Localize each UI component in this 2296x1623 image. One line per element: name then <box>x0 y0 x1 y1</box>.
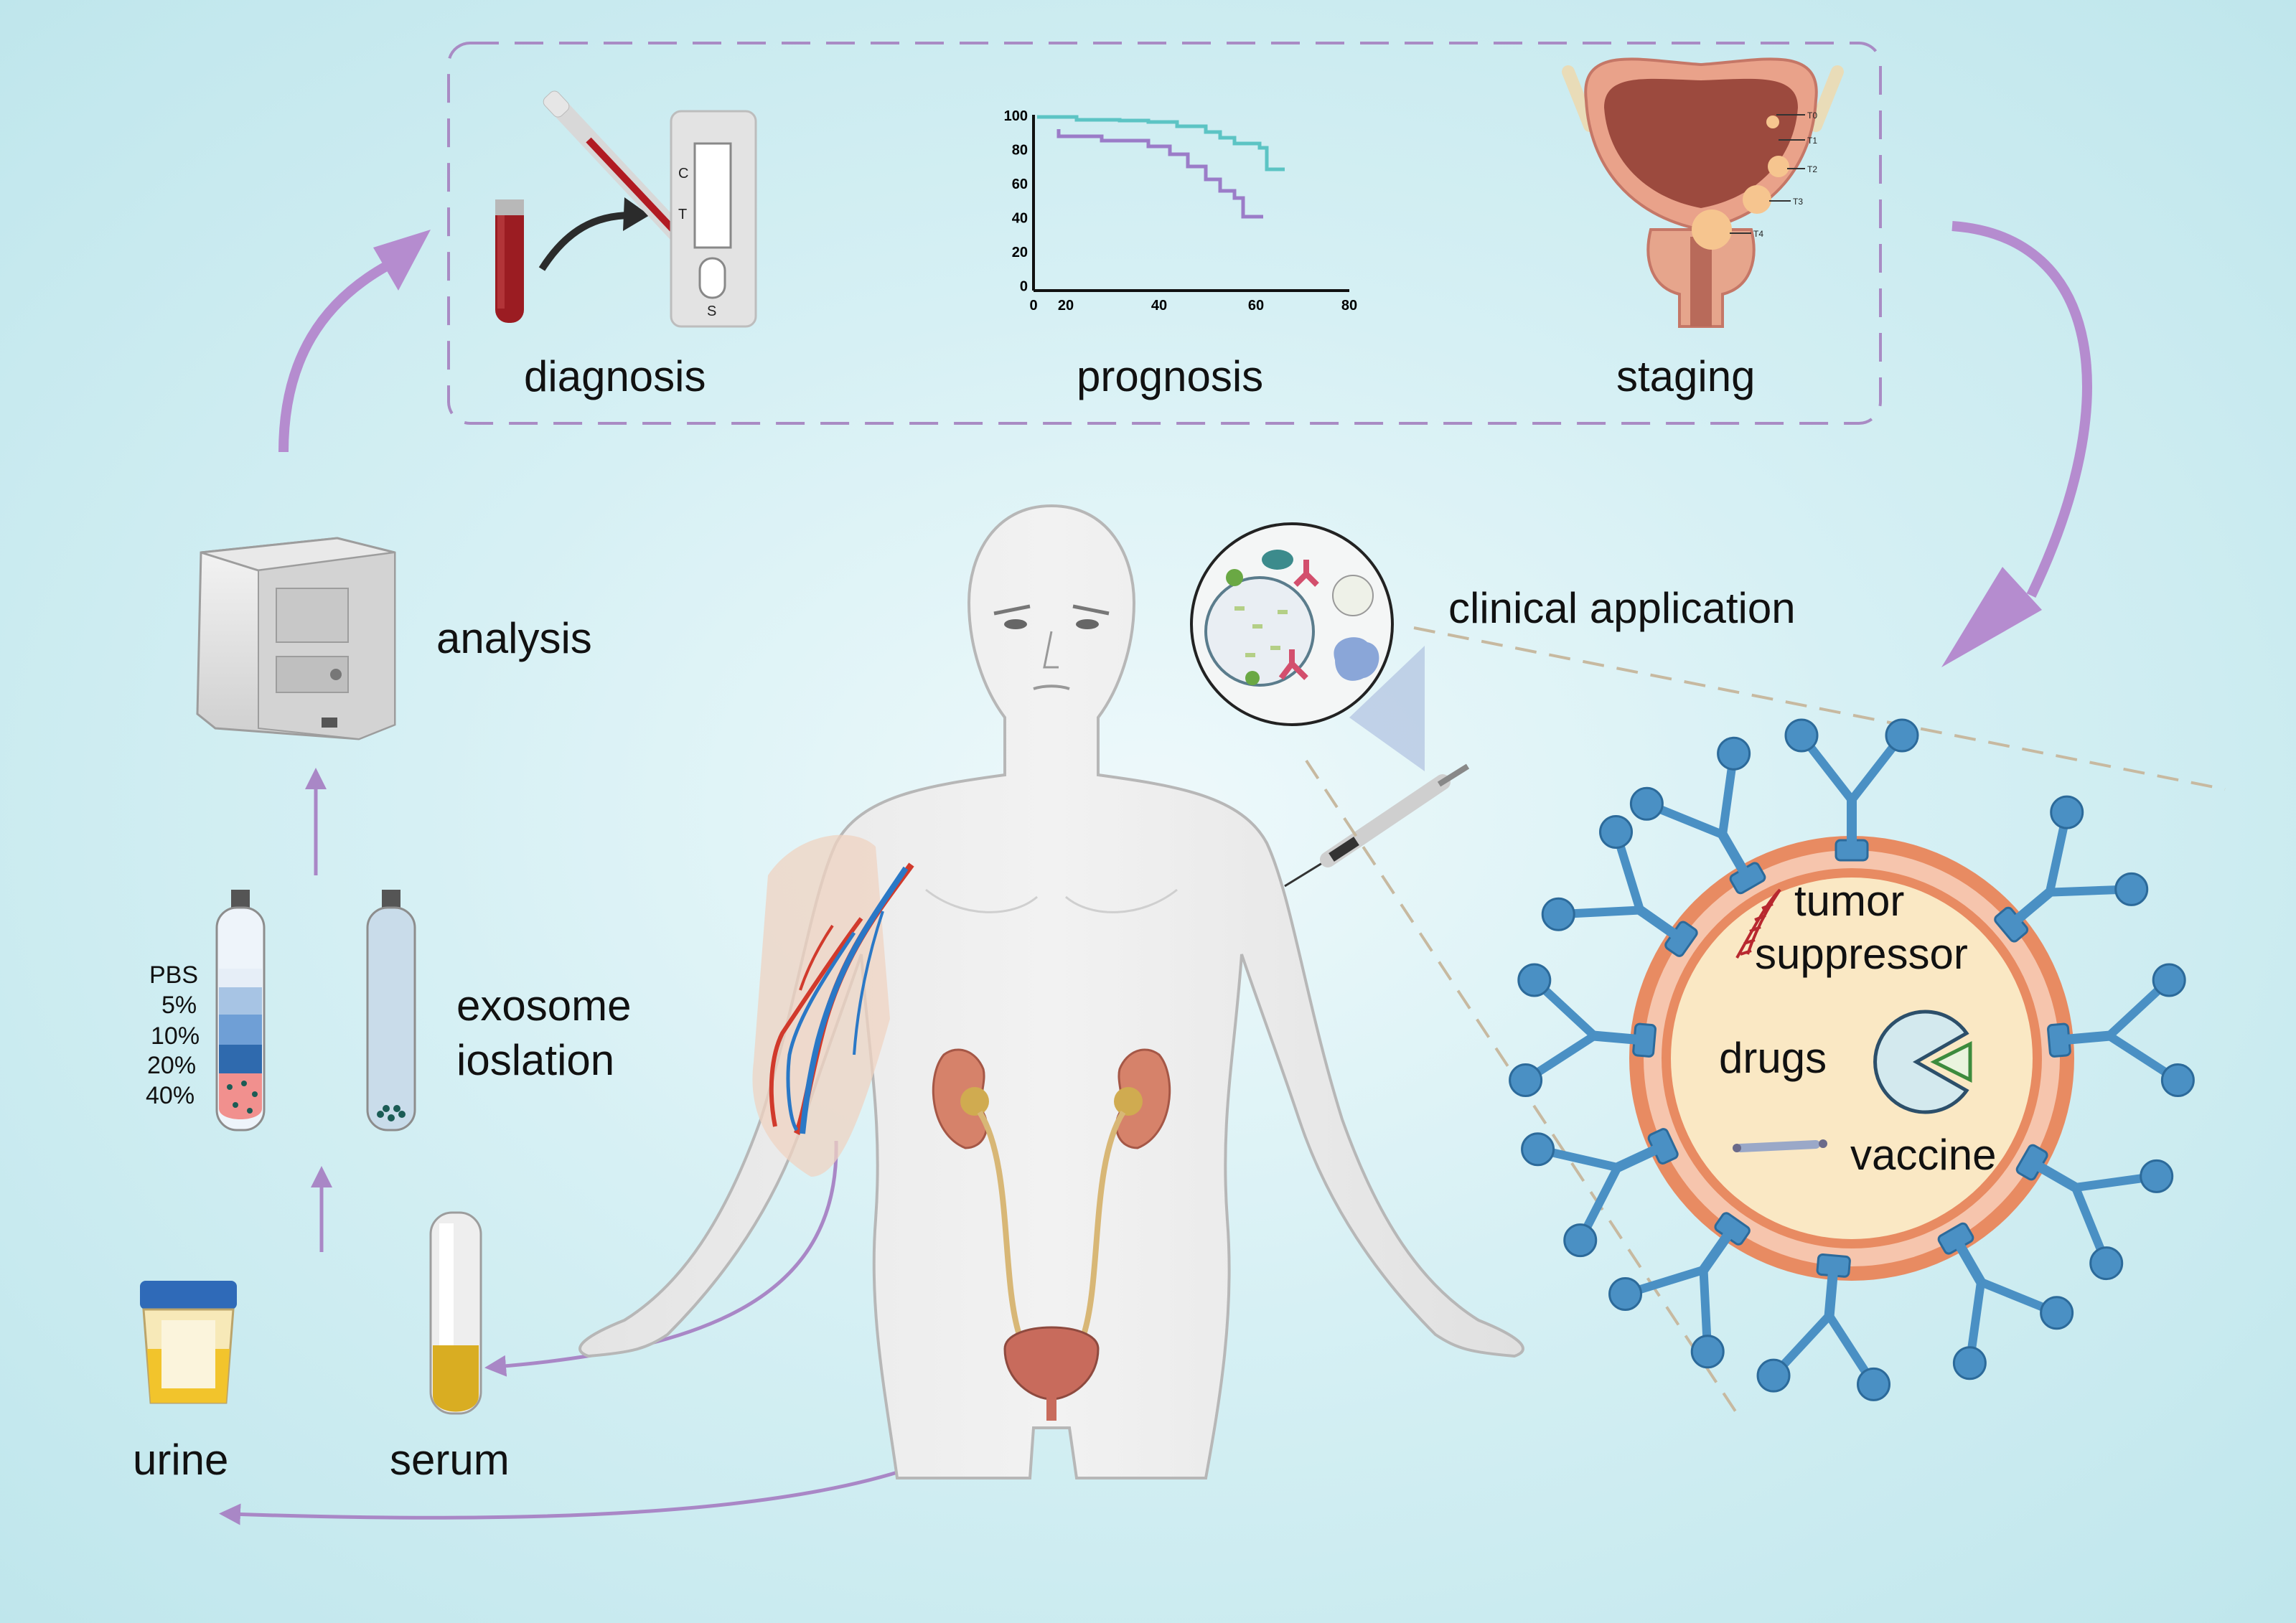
km-y-tick-label: 60 <box>1012 177 1028 192</box>
gradient-20: 20% <box>147 1052 196 1079</box>
km-x-tick-label: 40 <box>1151 298 1167 314</box>
antibody-icon <box>1629 736 1766 895</box>
top-panel-frame <box>447 42 1882 425</box>
big-arrow-right-head <box>1941 567 2042 667</box>
stage-t2: T2 <box>1807 164 1817 174</box>
gradient-40: 40% <box>146 1082 195 1109</box>
blood-tube-icon <box>495 199 524 323</box>
km-y-tick-label: 0 <box>1020 279 1028 295</box>
tumor-label-line1: tumor <box>1794 877 1904 925</box>
serum-tube-icon <box>429 1211 482 1415</box>
bladder-icon: T0 T1 T2 T3 T4 <box>1562 57 1844 328</box>
antibody-icon <box>1541 815 1698 957</box>
exosome-antibodies <box>1509 718 2195 1401</box>
vaccine-vial-icon <box>1733 1139 1827 1152</box>
clinical-application-label: clinical application <box>1448 584 1796 632</box>
km-x-tick-label: 20 <box>1058 298 1074 314</box>
diagnosis-label: diagnosis <box>524 352 706 400</box>
km-y-tick-label: 80 <box>1012 143 1028 159</box>
antibody-icon <box>1784 718 1919 862</box>
km-y-tick-label: 20 <box>1012 245 1028 260</box>
analysis-machine-icon <box>196 537 396 740</box>
urine-label: urine <box>133 1436 228 1484</box>
staging-label: staging <box>1616 352 1755 400</box>
drug-pacman-icon <box>1873 1010 1972 1114</box>
km-lower-curve <box>1056 129 1263 219</box>
antibody-icon <box>2015 1144 2174 1281</box>
km-y-ticks: 100 80 60 40 20 0 <box>1004 108 1028 295</box>
exosome-vesicle <box>1629 836 2074 1281</box>
density-gradient-tube-icon <box>215 890 266 1132</box>
serum-label: serum <box>390 1436 510 1484</box>
km-y-tick-label: 100 <box>1004 108 1028 124</box>
rna-strand-icon <box>1735 888 1781 959</box>
human-body-figure <box>578 504 1524 1479</box>
stage-t0: T0 <box>1807 110 1817 121</box>
isolated-exosome-tube-icon <box>366 890 416 1132</box>
zoom-cone <box>1349 646 1425 771</box>
cassette-t: T <box>678 207 687 222</box>
antibody-icon <box>2047 963 2195 1098</box>
gradient-10: 10% <box>151 1022 200 1050</box>
test-cassette-icon: C T S <box>670 110 757 328</box>
antibody-icon <box>1756 1253 1891 1401</box>
nanoparticle-zoom-circle <box>1190 522 1394 726</box>
analysis-label: analysis <box>436 614 592 662</box>
antibody-icon <box>1994 795 2149 943</box>
km-upper-curve <box>1037 115 1285 171</box>
exosome-label-line2: ioslation <box>456 1036 614 1084</box>
arrow-to-serum <box>484 1140 838 1377</box>
gradient-5: 5% <box>161 992 197 1019</box>
gradient-pbs: PBS <box>149 961 198 989</box>
big-arrow-right-down <box>1951 221 2092 598</box>
big-arrow-left-up <box>278 260 390 453</box>
km-x-origin-label: 0 <box>1029 298 1037 314</box>
km-x-tick-label: 80 <box>1341 298 1357 314</box>
prognosis-label: prognosis <box>1077 352 1263 400</box>
survival-plot: 100 80 60 40 20 0 20 40 60 80 0 <box>1004 108 1358 314</box>
curved-arrow-icon <box>538 212 632 271</box>
stage-t3: T3 <box>1793 197 1803 207</box>
antibody-icon <box>1937 1222 2074 1380</box>
tumor-label-line2: suppressor <box>1755 930 1968 978</box>
stage-t4: T4 <box>1753 229 1763 239</box>
exosome-label-line1: exosome <box>456 982 631 1030</box>
syringe-icon <box>1284 763 1470 888</box>
urine-cup-icon <box>140 1281 237 1404</box>
antibody-icon <box>1521 1128 1679 1258</box>
cassette-s: S <box>707 304 716 319</box>
antibody-icon <box>1509 963 1657 1098</box>
cassette-c: C <box>678 166 688 182</box>
km-x-tick-label: 60 <box>1248 298 1264 314</box>
drugs-label: drugs <box>1719 1034 1827 1082</box>
vaccine-label: vaccine <box>1850 1131 1996 1179</box>
big-arrow-left-head <box>373 230 431 291</box>
stage-t1: T1 <box>1807 136 1817 146</box>
antibody-icon <box>1608 1212 1751 1369</box>
km-x-ticks: 20 40 60 80 0 <box>1029 298 1357 314</box>
zoom-dash-line-1 <box>1413 626 2226 791</box>
km-y-tick-label: 40 <box>1012 211 1028 227</box>
